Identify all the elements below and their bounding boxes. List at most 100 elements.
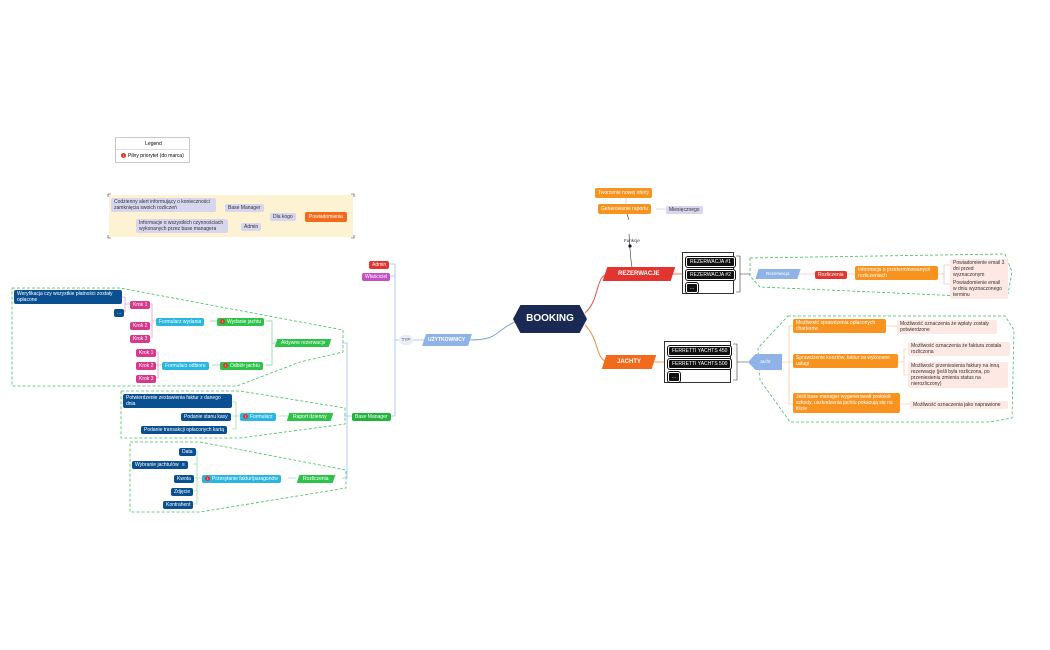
central-node[interactable]: BOOKING	[513, 305, 587, 333]
active-topic-label: Aktywne rezerwacje	[281, 340, 326, 346]
settle-sending-node[interactable]: !Przesyłanie faktur/paragonów	[202, 475, 281, 483]
receive-node[interactable]: !Odbiór jachtu	[220, 362, 263, 370]
release-form-node[interactable]: Formularz wydania	[156, 318, 205, 326]
yacht-label-node[interactable]: Jacht	[748, 354, 782, 370]
settle-field-yacht[interactable]: Wybranie jachtu/ów ≡	[132, 461, 188, 469]
step-b-1[interactable]: Krok 1	[136, 349, 157, 357]
yacht-row-3[interactable]: ...	[666, 371, 682, 383]
step-b-2[interactable]: Krok 2	[136, 362, 157, 370]
new-offer-node[interactable]: Tworzenie nowej oferty	[595, 188, 653, 198]
list-icon: ≡	[181, 462, 185, 468]
reservation-row-1[interactable]: REZERWACJA #1	[685, 256, 736, 268]
daily-confirm-node[interactable]: Potwierdzenie zestawienia faktur z daneg…	[123, 394, 232, 408]
yachts-topic[interactable]: JACHTY	[601, 355, 657, 369]
daily-topic-label: Raport dzienny	[293, 414, 327, 420]
verification-node[interactable]: Weryfikacja czy wszystkie płatności zost…	[14, 290, 122, 304]
daily-cash-node[interactable]: Podanie stanu kasy	[181, 413, 231, 421]
yacht-invoice-mark[interactable]: Możliwość oznaczenia że faktura została …	[908, 342, 1010, 356]
yacht-invoice-move[interactable]: Możliwość przeniesienia faktury na inną …	[908, 362, 1008, 388]
yacht-item-links	[886, 325, 910, 405]
priority-icon: !	[205, 476, 210, 482]
settle-topic[interactable]: Rozliczenia	[296, 475, 335, 483]
jacht-to-items	[781, 325, 793, 405]
res-settle-node[interactable]: Rozliczenia	[815, 271, 847, 279]
daily-links	[232, 401, 288, 430]
notify-topic[interactable]: Powiadomienia	[305, 212, 347, 222]
settle-field-yacht-label: Wybranie jachtu/ów	[135, 462, 179, 468]
yacht-check-invoices[interactable]: Sprawdzenie kosztów, faktur za wykonane …	[793, 354, 898, 368]
active-topic[interactable]: Aktywne rezerwacje	[274, 339, 332, 347]
reports-node[interactable]: Generowanie raportu	[598, 204, 651, 214]
form-to-steps-b	[155, 351, 162, 379]
receive-form-node[interactable]: Formularz odbioru	[162, 362, 209, 370]
functions-label: Funkcje	[624, 238, 640, 243]
legend-box: Legend !Pilny priorytet (do marca)	[115, 137, 191, 163]
role-owner[interactable]: Właściciel	[362, 273, 391, 281]
notify-base-manager[interactable]: Base Manager	[225, 204, 264, 212]
settle-field-amount[interactable]: Kwota	[174, 475, 194, 483]
res-notify-2[interactable]: Powiadomienie email w dniu wyznaczonego …	[950, 279, 1008, 299]
release-node[interactable]: !Wydanie jachtu	[217, 318, 265, 326]
active-to-subs	[266, 320, 276, 366]
priority-icon: !	[243, 414, 248, 420]
yacht-damage[interactable]: Jeśli base manager wygenerowałt protokół…	[793, 393, 900, 413]
release-label: Wydanie jachtu	[227, 319, 262, 325]
yacht-check-charter[interactable]: Możliwość sprawdzenia opłaconych charter…	[793, 319, 886, 333]
reservations-topic-label: REZERWACJE	[618, 271, 660, 277]
reservations-topic[interactable]: REZERWACJE	[602, 267, 676, 281]
priority-icon: !	[223, 363, 228, 369]
yacht-table: FERRETTI YACHTS 450 FERRETTI YACHTS 500 …	[664, 341, 733, 383]
reservation-row-3[interactable]: ...	[684, 282, 700, 294]
settle-field-photo[interactable]: Zdjęcie	[171, 488, 194, 496]
reservation-label: Rezerwacja	[766, 271, 790, 276]
active-group-boundary	[11, 287, 344, 387]
settle-field-date[interactable]: Data	[179, 448, 196, 456]
daily-group-boundary	[120, 390, 346, 439]
step-a-3[interactable]: Krok 3	[130, 335, 151, 343]
daily-card-node[interactable]: Podanie transakcji opłaconych kartą	[141, 426, 228, 434]
users-node[interactable]: UŻYTKOWNICY	[422, 334, 472, 346]
typ-node[interactable]: TYP	[399, 335, 413, 345]
role-admin[interactable]: Admin	[369, 261, 390, 269]
legend-priority-label: Pilny priorytet (do marca)	[128, 153, 184, 159]
yacht-table-bracket	[733, 343, 748, 381]
monthly-node[interactable]: Miesięcznego	[666, 206, 703, 214]
reservation-row-2[interactable]: REZERWACJA #2	[685, 269, 736, 281]
reservation-label-node[interactable]: Rezerwacja	[755, 269, 801, 279]
yacht-row-2[interactable]: FERRETTI YACHTS 500	[666, 358, 733, 370]
legend-row: !Pilny priorytet (do marca)	[121, 153, 184, 159]
role-base-manager[interactable]: Base Manager	[352, 413, 391, 421]
yacht-repaired[interactable]: Możliwość oznaczenia jako naprawione	[910, 401, 1008, 409]
settle-field-contractor[interactable]: Kontrahent	[163, 501, 194, 509]
priority-icon: !	[220, 319, 225, 325]
res-notify-links	[799, 264, 950, 285]
notify-frame-corners	[107, 193, 355, 239]
booking-to-users	[469, 321, 516, 341]
settle-topic-label: Rozliczenia	[303, 476, 329, 482]
notify-admin[interactable]: Admin	[241, 223, 262, 231]
daily-alert-node[interactable]: Codzienny alert informujący o koniecznoś…	[111, 198, 216, 212]
users-label: UŻYTKOWNICY	[428, 337, 466, 343]
yacht-row-1[interactable]: FERRETTI YACHTS 450	[666, 345, 733, 357]
res-info-node[interactable]: Informacja o przeterminowanych rozliczen…	[855, 266, 938, 280]
res-table-bracket	[736, 255, 750, 293]
daily-topic[interactable]: Raport dzienny	[286, 413, 333, 421]
form-to-steps-a	[148, 303, 156, 339]
settle-links	[193, 450, 296, 505]
functions-dot	[628, 244, 632, 248]
notify-for-whom[interactable]: Dla kogo	[270, 213, 296, 221]
yacht-label: Jacht	[759, 359, 771, 364]
yachts-topic-label: JACHTY	[616, 359, 641, 365]
admin-info-node[interactable]: Informacje o wszystkich czynnościach wyk…	[136, 219, 228, 233]
bm-to-topics	[342, 342, 352, 479]
receive-label: Odbiór jachtu	[230, 363, 260, 369]
settle-sending-label: Przesyłanie faktur/paragonów	[212, 476, 278, 482]
daily-form-node[interactable]: !Formularz	[240, 413, 276, 421]
legend-divider	[116, 149, 191, 150]
step-a-2[interactable]: Krok 2	[130, 322, 151, 330]
step-a-1[interactable]: Krok 1	[130, 301, 151, 309]
yacht-charter-mark[interactable]: Możliwość oznaczenia że wpłaty zostały p…	[897, 320, 997, 334]
step-b-3[interactable]: Krok 3	[136, 375, 157, 383]
verification-dash-node[interactable]: ...	[114, 309, 125, 317]
priority-icon: !	[121, 153, 126, 159]
